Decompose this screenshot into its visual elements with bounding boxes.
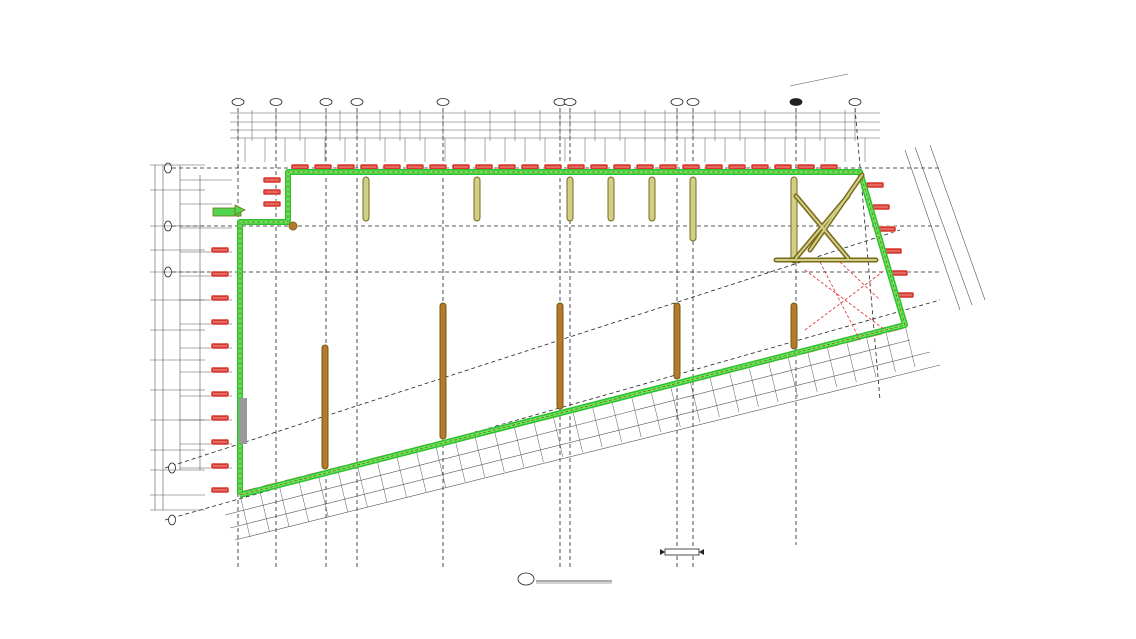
dim-tick — [630, 394, 642, 438]
dim-tick — [259, 489, 270, 533]
temporary-bracing-red — [804, 261, 886, 341]
pile-tag — [262, 188, 282, 196]
wall-segment-grey — [239, 398, 247, 444]
dim-tick — [806, 349, 818, 393]
dim-tick — [317, 474, 329, 518]
pile-tag — [336, 163, 356, 171]
dimension-ticks-top — [237, 110, 866, 162]
grid-bubbles-left — [164, 162, 176, 526]
pile-tag — [210, 486, 230, 494]
dim-tick — [454, 439, 466, 483]
dim-tick — [611, 399, 622, 443]
pile-tag — [210, 318, 230, 326]
dim-tick — [767, 359, 779, 403]
dim-tick — [357, 464, 368, 508]
pile-tag — [589, 163, 609, 171]
grid-bubbles-top — [231, 98, 862, 106]
dim-tick — [904, 324, 916, 368]
dim-tick — [298, 479, 309, 523]
posts — [321, 302, 798, 470]
pile-tag — [865, 181, 885, 189]
pile-tag — [262, 176, 282, 184]
dimension-ticks-bottom — [239, 324, 916, 538]
dim-tick — [826, 344, 838, 388]
dim-tick — [474, 434, 485, 478]
dim-tick — [533, 419, 544, 463]
dim-tick — [435, 444, 446, 488]
dim-tick — [278, 484, 290, 528]
dimension-lines-right — [789, 73, 986, 311]
pile-tag — [210, 294, 230, 302]
pile-tag — [210, 390, 230, 398]
dim-tick — [670, 384, 681, 428]
pile-tag — [889, 269, 909, 277]
dim-tick — [337, 469, 349, 513]
pile-tag — [210, 270, 230, 278]
dim-tick — [415, 449, 427, 493]
dim-tick — [552, 414, 564, 458]
pile-tag — [405, 163, 425, 171]
pile-tag — [877, 225, 897, 233]
pile-tag — [210, 366, 230, 374]
dim-tick — [572, 409, 583, 453]
title-block — [517, 572, 612, 586]
dim-tick — [689, 379, 701, 423]
pile-tag — [681, 163, 701, 171]
dim-tick — [396, 454, 407, 498]
dim-tick — [787, 354, 798, 398]
dim-tick — [728, 369, 740, 413]
dim-tick — [885, 329, 896, 373]
dim-tick — [650, 389, 661, 433]
grid-bubble-icon — [517, 572, 535, 586]
dim-tick — [865, 334, 877, 378]
column-marker — [288, 221, 298, 231]
pile-tag — [819, 163, 839, 171]
dim-tick — [239, 494, 251, 538]
dim-tick — [709, 374, 720, 418]
diaphragm-wall-outline — [212, 169, 908, 498]
pile-tag — [750, 163, 770, 171]
pile-tag — [262, 200, 282, 208]
wall-corner-arrow — [234, 204, 246, 216]
pile-tag — [635, 163, 655, 171]
dimension-lines-top — [230, 112, 880, 139]
dim-tick — [748, 364, 759, 408]
dimension-lines-bottom — [224, 339, 941, 541]
dim-tick — [513, 424, 525, 468]
dim-tick — [846, 339, 857, 383]
section-marker — [660, 548, 704, 556]
pile-tag — [210, 246, 230, 254]
dim-tick — [591, 404, 603, 448]
dim-tick — [376, 459, 388, 503]
pile-tag — [210, 342, 230, 350]
pile-tag — [871, 203, 891, 211]
pile-tag — [210, 462, 230, 470]
pile-tag — [210, 414, 230, 422]
dim-tick — [494, 429, 505, 473]
pile-tag — [210, 438, 230, 446]
corner-bracing-inner — [775, 174, 877, 261]
dimension-lines-left — [154, 165, 201, 510]
